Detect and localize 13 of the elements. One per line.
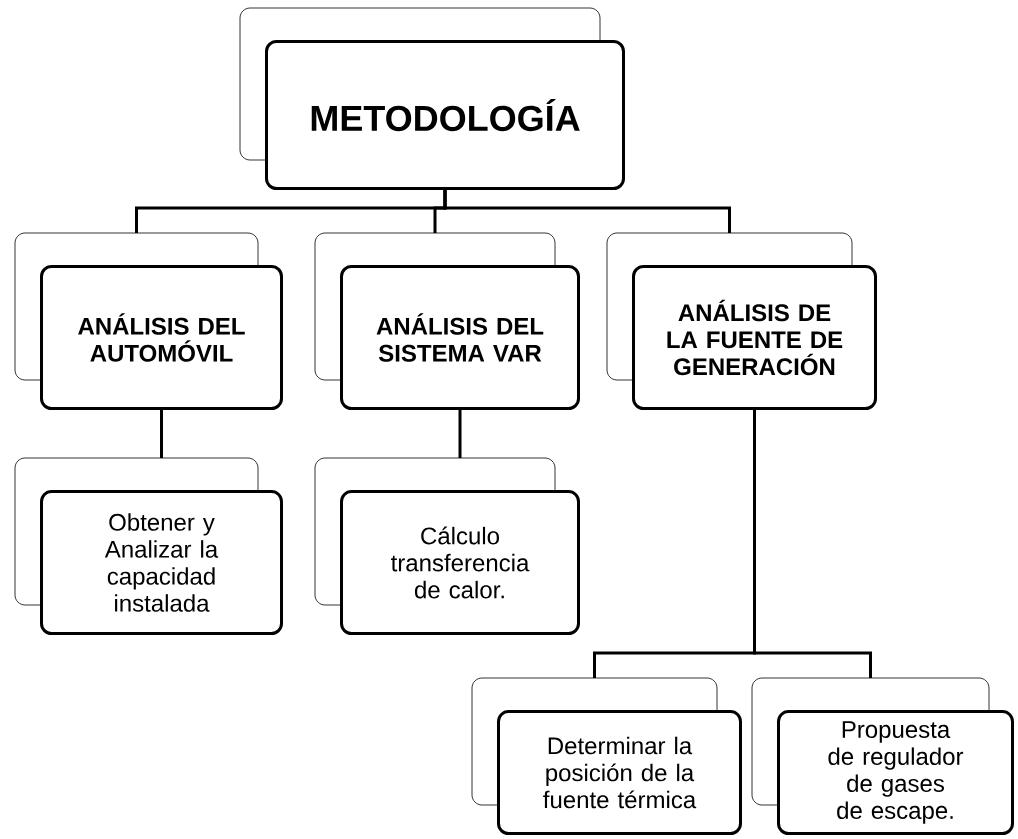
process-box: METODOLOGÍA bbox=[239, 7, 625, 190]
connector-line bbox=[458, 410, 462, 458]
connector-line bbox=[443, 190, 731, 233]
process-box: Obtener y Analizar la capacidad instalada bbox=[14, 457, 283, 635]
process-box: Determinar la posición de la fuente térmica bbox=[471, 677, 742, 835]
node-label: de escape. bbox=[837, 801, 953, 824]
process-box: Cálculo transferencia de calor. bbox=[314, 457, 580, 635]
process-box: Propuesta de regulador de gases de escape. bbox=[751, 677, 1014, 835]
process-box: ANÁLISIS DEL AUTOMÓVIL bbox=[14, 232, 283, 410]
connector-line bbox=[160, 410, 163, 458]
connector-line bbox=[753, 410, 872, 678]
process-box: ANÁLISIS DE LA FUENTE DE GENERACIÓN bbox=[606, 232, 877, 410]
process-box: ANÁLISIS DEL SISTEMA VAR bbox=[314, 232, 580, 410]
